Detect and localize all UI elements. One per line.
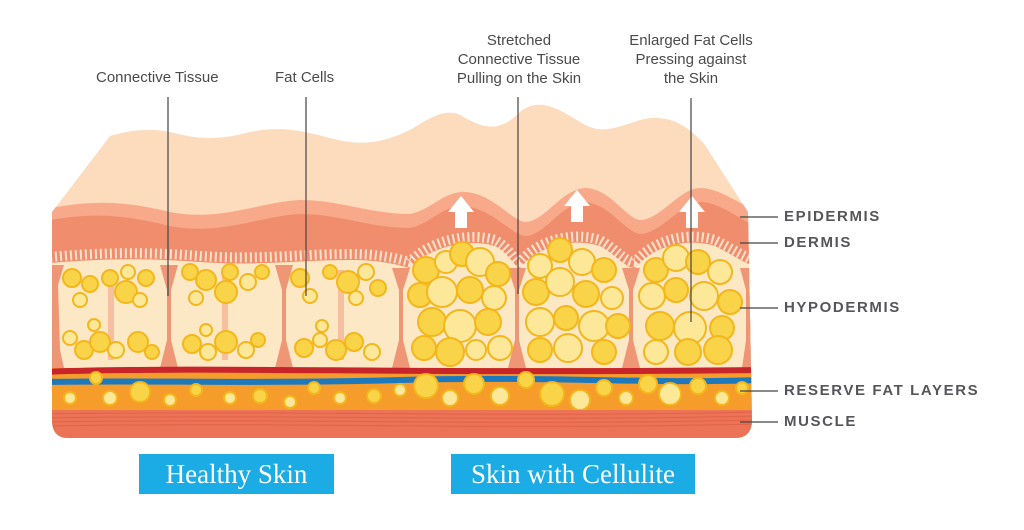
arrow-up-icon [564, 190, 590, 222]
muscle-fibers [52, 411, 752, 427]
callout-line: Stretched [486, 32, 552, 49]
dermal-papillae [52, 231, 752, 268]
label-reserve-fat-layers: RESERVE FAT LAYERS [784, 382, 980, 399]
label-muscle: MUSCLE [784, 413, 857, 430]
callout-fat-cells: Fat Cells [275, 69, 335, 86]
label-epidermis: EPIDERMIS [784, 208, 881, 225]
reserve-fat-cells [63, 371, 749, 411]
callout-line: Pulling on the Skin [456, 70, 582, 87]
upward-arrows [448, 190, 705, 228]
healthy-skin-tag: Healthy Skin [139, 454, 334, 494]
arrow-up-icon [448, 196, 474, 228]
fat-cells-enlarged [407, 237, 743, 367]
callout-line: Pressing against [635, 51, 747, 68]
callout-enlarged-fat-cells: Enlarged Fat Cells Pressing against the … [616, 31, 766, 88]
callout-line: Connective Tissue [457, 51, 581, 68]
muscle-layer [52, 410, 752, 439]
label-hypodermis: HYPODERMIS [784, 299, 901, 316]
callout-line: the Skin [663, 70, 719, 87]
skin-with-cellulite-tag: Skin with Cellulite [451, 454, 695, 494]
label-dermis: DERMIS [784, 234, 852, 251]
artery [52, 366, 752, 375]
fat-cells-healthy [62, 263, 387, 361]
arrow-up-icon [679, 196, 705, 228]
connective-tissue-septa [52, 265, 752, 368]
callout-connective-tissue: Connective Tissue [96, 69, 219, 86]
callout-lines [167, 97, 778, 423]
callout-stretched-tissue: Stretched Connective Tissue Pulling on t… [440, 31, 598, 88]
callout-line: Enlarged Fat Cells [629, 32, 753, 49]
skin-block [52, 104, 752, 439]
